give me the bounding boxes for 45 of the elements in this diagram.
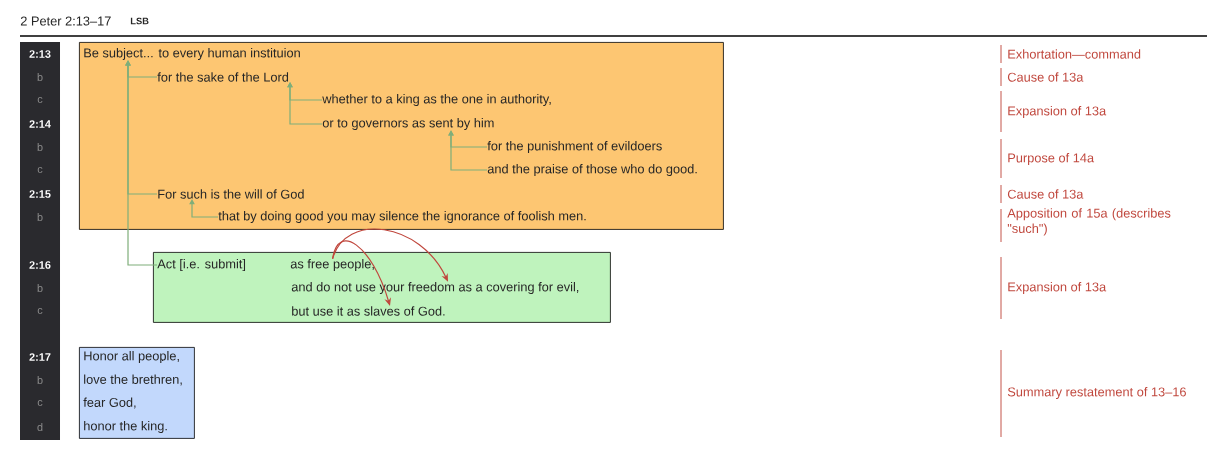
verse-part: b xyxy=(37,143,43,151)
verse-part: c xyxy=(37,97,43,103)
highlight-box xyxy=(79,42,724,230)
annotation: Expansion of 13a xyxy=(1000,256,1107,320)
annotation: Summary restatement of 13–16 xyxy=(1000,349,1186,438)
arrow xyxy=(189,199,219,218)
verse-number: 2:15 xyxy=(29,190,51,198)
phrase-text: as free people, xyxy=(290,259,374,271)
highlight-box xyxy=(79,347,195,439)
annotation: Apposition of 15a (describes "such") xyxy=(1000,208,1171,243)
annotation: Purpose of 14a xyxy=(1000,138,1095,179)
verse-part: b xyxy=(37,376,43,384)
verse-part: b xyxy=(37,284,43,292)
annotation: Expansion of 13a xyxy=(1000,90,1107,133)
verse-part: d xyxy=(37,423,43,431)
title: 2 Peter 2:13–17 xyxy=(20,16,111,26)
highlight-box xyxy=(153,252,611,323)
verse-part: c xyxy=(37,167,43,173)
phrase-text: for the sake of the Lord xyxy=(157,72,289,82)
phrase-text: for the punishment of evildoers xyxy=(487,141,662,153)
phrase-text: love the brethren, xyxy=(84,374,182,386)
verse-part: b xyxy=(37,73,43,81)
arrow xyxy=(287,82,323,125)
phrase-text: that by doing good you may silence the ignorance of foolish men. xyxy=(218,211,586,223)
phrase-text: fear God, xyxy=(83,397,136,409)
verse-part: c xyxy=(37,400,43,406)
verse-part: b xyxy=(37,213,43,221)
annotation: Cause of 13a xyxy=(1000,67,1084,87)
phrase-text: Act [i.e. submit] xyxy=(157,259,246,271)
phrase-text: Be subject... to every human instituion xyxy=(84,48,300,60)
phrase-text: or to governors as sent by him xyxy=(322,118,494,130)
phrase-text: but use it as slaves of God. xyxy=(292,306,445,316)
verse-number: 2:14 xyxy=(29,120,51,128)
phrase-text: whether to a king as the one in authority, xyxy=(322,94,551,106)
phrase-text: For such is the will of God xyxy=(158,189,304,199)
verse-part: c xyxy=(37,308,43,314)
phrase-text: Honor all people, xyxy=(84,351,179,363)
translation-label: LSB xyxy=(130,17,149,25)
verse-number: 2:17 xyxy=(29,353,51,361)
annotation: Cause of 13a xyxy=(1000,184,1084,204)
verse-number: 2:16 xyxy=(29,261,51,269)
annotation: Exhortation—command xyxy=(1000,44,1141,64)
verse-number: 2:13 xyxy=(29,50,51,58)
phrase-text: honor the king. xyxy=(84,421,167,433)
phrase-text: and the praise of those who do good. xyxy=(487,164,697,176)
